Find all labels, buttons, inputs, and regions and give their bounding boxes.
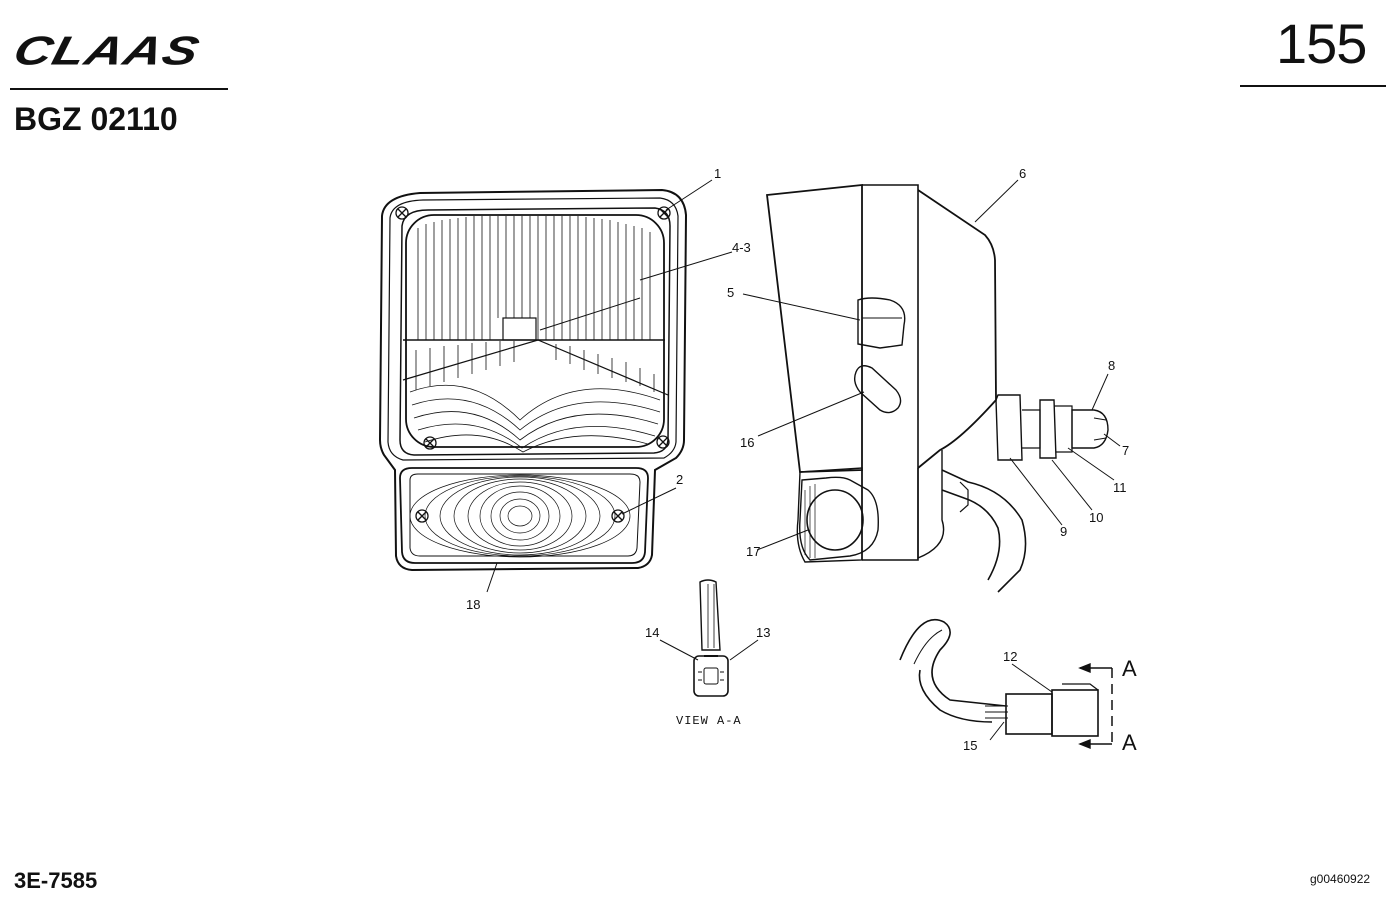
callout-17: 17 <box>746 544 760 559</box>
callout-15: 15 <box>963 738 977 753</box>
leader-lines <box>486 179 1121 741</box>
section-mark-top: A <box>1122 656 1137 681</box>
part-number: 3E-7585 <box>14 868 98 893</box>
image-id: g00460922 <box>1310 872 1371 886</box>
callout-1: 1 <box>714 166 721 181</box>
callout-14: 14 <box>645 625 659 640</box>
page-number: 155 <box>1276 12 1367 75</box>
side-view-lamp <box>765 184 1109 593</box>
front-view-lamp <box>378 188 688 572</box>
callout-5: 5 <box>727 285 734 300</box>
callout-18: 18 <box>466 597 480 612</box>
callout-labels: 1 2 4-3 5 6 7 8 9 10 11 12 13 14 15 16 1… <box>466 166 1137 755</box>
callout-13: 13 <box>756 625 770 640</box>
callout-16: 16 <box>740 435 754 450</box>
callout-9: 9 <box>1060 524 1067 539</box>
callout-11: 11 <box>1113 480 1127 495</box>
view-a-a-detail <box>693 579 729 697</box>
callout-2: 2 <box>676 472 683 487</box>
callout-7: 7 <box>1122 443 1129 458</box>
view-a-a-label: VIEW A-A <box>676 714 742 728</box>
callout-10: 10 <box>1089 510 1103 525</box>
section-mark-bottom: A <box>1122 730 1137 755</box>
callout-8: 8 <box>1108 358 1115 373</box>
connector-detail <box>899 618 1113 750</box>
callout-6: 6 <box>1019 166 1026 181</box>
document-code: BGZ 02110 <box>14 101 178 137</box>
callout-4-3: 4-3 <box>732 240 751 255</box>
callout-12: 12 <box>1003 649 1017 664</box>
header-rule-right <box>1240 85 1386 87</box>
header-rule-left <box>10 88 228 90</box>
